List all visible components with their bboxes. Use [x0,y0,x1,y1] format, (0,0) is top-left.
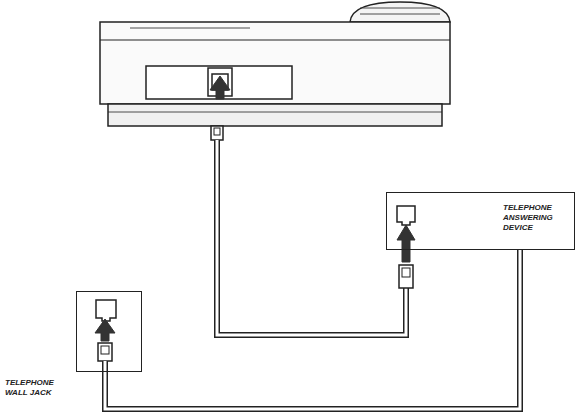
insert-arrow [210,76,230,99]
wall-jack-socket [96,300,116,321]
wall-plug-cord [102,361,108,372]
phone-body [100,22,450,104]
phone-top-line [130,28,250,29]
phone-cord [217,140,406,335]
device-jack [397,206,415,225]
phone-cord [105,250,520,409]
phone-plug-clip [214,128,220,135]
handset-ridges [360,8,440,14]
wall-jack-plate: TELEPHONE WALL JACK [76,291,142,372]
insert-arrow [397,225,415,262]
phone-base [108,104,442,126]
device-plug [399,265,413,288]
device-label: TELEPHONE ANSWERING DEVICE [503,203,567,233]
phone-plug [211,126,223,140]
device-box: TELEPHONE ANSWERING DEVICE [386,192,575,250]
device-label: TELEPHONE WALL JACK [5,378,67,398]
wall-plug-clip [101,346,109,354]
handset [350,2,450,22]
wall-plug-cord-core [104,361,107,372]
phone-cord-core [217,140,406,335]
device-plug-clip [402,268,410,277]
insert-arrow [95,319,115,341]
phone-base-line [108,112,442,113]
wall-plug [98,343,112,361]
phone-body-edge [100,40,450,41]
jack-window [146,66,292,99]
